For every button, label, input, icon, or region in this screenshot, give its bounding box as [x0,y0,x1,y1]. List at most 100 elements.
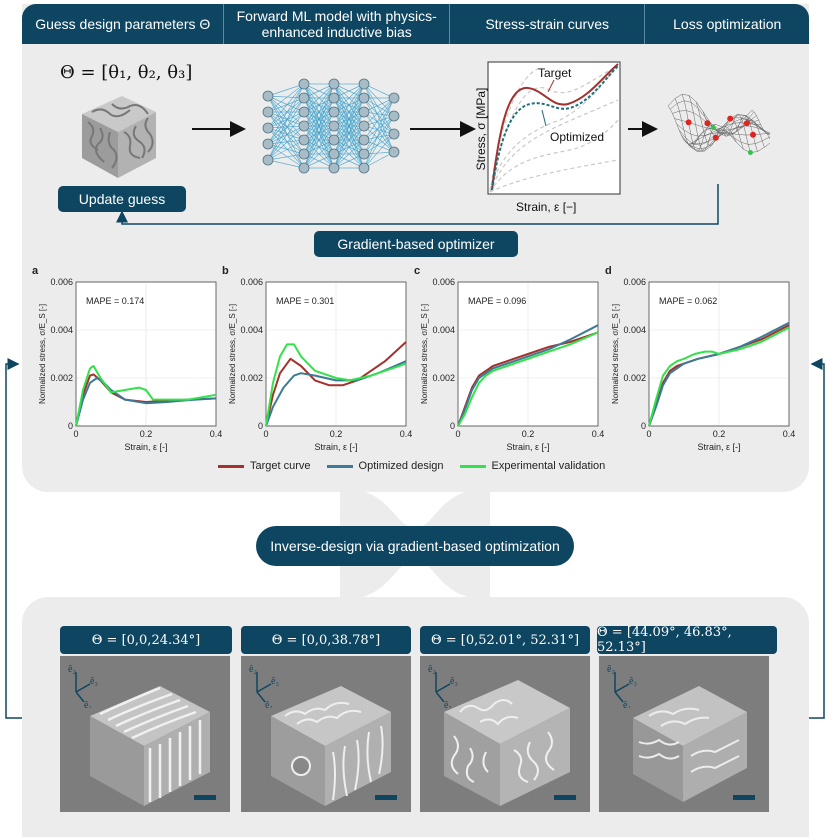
sample-2-caption: Θ = [0,0,38.78°] [241,626,411,654]
nn-node [358,106,370,118]
nn-edge [303,125,335,169]
loss-sample-point [704,120,711,127]
series-line-2 [265,343,407,427]
y-tick-label: 0.006 [50,277,73,287]
nn-edge [267,125,305,145]
loss-mesh-line [674,98,702,148]
y-tick-label: 0.006 [432,277,455,287]
sample-3-caption: Θ = [0,52.01°, 52.31°] [420,626,590,654]
nn-edge [363,83,395,153]
scale-bar [554,795,576,800]
sample-3-cube [444,680,570,806]
y-axis-label: Normalized stress, σ/E_S [-] [38,304,47,404]
workflow-header: Guess design parameters Θ Forward ML mod… [22,4,809,44]
nn-edge [333,153,365,169]
nn-node [298,148,310,160]
loss-mesh-line [694,123,770,153]
y-axis-label: Normalized stress, σ/E_S [-] [228,304,237,404]
nn-node [388,146,400,158]
nn-edge [363,97,395,117]
x-tick-label: 0.4 [783,429,796,439]
panel-label: c [414,265,420,277]
x-tick-label: 0 [646,429,651,439]
nn-edge [267,95,305,113]
nn-edge [333,83,365,127]
nn-edge [267,97,305,161]
nn-node [328,106,340,118]
x-tick-label: 0 [263,429,268,439]
nn-edge [303,153,335,169]
x-axis-label: Strain, ε [-] [697,442,740,452]
x-tick-label: 0.4 [400,429,413,439]
panel-label: b [222,265,229,277]
nn-edge [267,143,305,155]
inverse-design-label: Inverse-design via gradient-based optimi… [256,526,574,566]
nn-node [298,78,310,90]
nn-edge [363,111,395,153]
x-axis-label: Strain, ε [-] [124,442,167,452]
nn-node [358,120,370,132]
nn-edge [267,111,305,129]
svg-text:ê₁: ê₁ [84,700,92,708]
nn-edge [363,133,395,155]
nn-node [262,90,274,102]
nn-node [328,78,340,90]
nn-node [358,78,370,90]
legend-optimized-swatch [326,464,353,468]
nn-node [298,162,310,174]
loss-sample-point [727,115,734,122]
series-line-0 [265,341,407,427]
loss-mesh-line [667,94,753,135]
svg-text:ê₁: ê₁ [444,700,452,708]
series-line-1 [75,377,217,427]
nn-node [298,106,310,118]
nn-edge [363,97,395,169]
mape-annotation: MAPE = 0.062 [659,296,717,306]
nn-edge [363,97,395,113]
sample-1-axes: ê₂ ê₃ ê₁ [66,662,110,713]
sample-1-cube [90,686,210,806]
x-tick-label: 0.2 [140,429,153,439]
chart-frame [75,281,217,427]
nn-node [298,120,310,132]
nn-node [358,162,370,174]
nn-edge [363,151,395,169]
nn-edge [303,97,335,169]
legend-optimized-label: Optimized design [358,460,444,472]
nn-edge [333,83,365,113]
legend-target: Target curve [218,460,311,472]
mape-annotation: MAPE = 0.096 [468,296,526,306]
y-axis-label: Normalized stress, σ/E_S [-] [611,304,620,404]
x-tick-label: 0 [455,429,460,439]
nn-edge [363,115,395,155]
nn-node [328,120,340,132]
nn-node [262,106,274,118]
sample-1-caption: Θ = [0,0,24.34°] [60,626,232,654]
scale-bar [375,795,397,800]
axis-triad-icon: ê₂ ê₃ ê₁ [68,664,98,711]
nn-node [388,92,400,104]
loss-landscape-icon [667,94,770,156]
nn-edge [267,127,305,141]
nn-node [358,92,370,104]
chart-frame [648,281,790,427]
y-tick-label: 0.004 [432,325,455,335]
svg-text:ê₂: ê₂ [607,664,615,675]
y-tick-label: 0.002 [432,373,455,383]
legend-experimental-swatch [459,464,486,468]
nn-edge [333,83,365,141]
svg-text:ê₃: ê₃ [450,676,458,687]
nn-node [328,134,340,146]
svg-text:ê₃: ê₃ [90,676,98,687]
y-tick-label: 0.004 [623,325,646,335]
nn-edge [267,97,305,129]
nn-edge [267,111,305,161]
nn-edge [267,111,305,169]
svg-text:ê₂: ê₂ [68,664,76,675]
nn-edge [267,95,305,141]
